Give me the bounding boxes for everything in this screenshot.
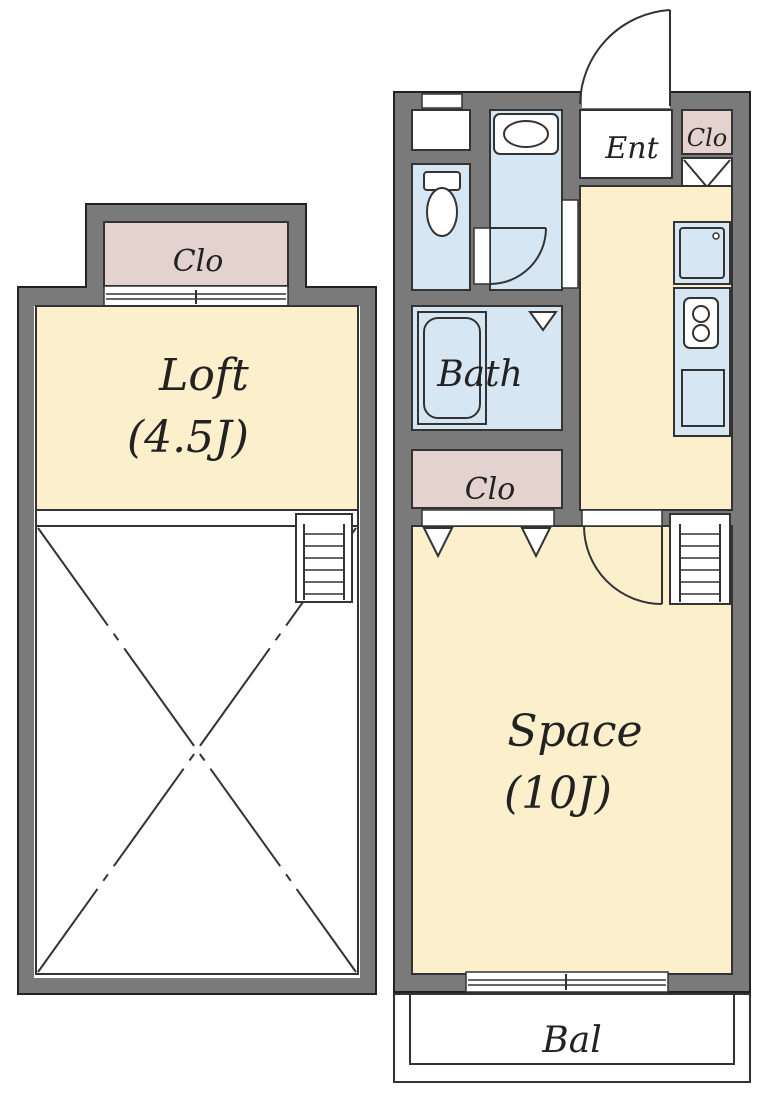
ladder-icon <box>295 513 353 603</box>
kitchen-sink-icon <box>673 221 731 285</box>
balcony-label: Bal <box>541 1020 601 1061</box>
loft-level: Clo Loft (4.5J) <box>17 203 377 995</box>
loft-closet <box>103 221 289 287</box>
utility-niche <box>411 109 471 151</box>
loft-size: (4.5J) <box>127 412 249 463</box>
door-swing-icon <box>583 525 663 605</box>
closet-door-icon <box>520 527 552 559</box>
main-closet <box>411 449 563 509</box>
entrance-label: Ent <box>604 131 659 166</box>
entrance-closet-label: Clo <box>687 124 728 152</box>
loft-closet-label: Clo <box>173 244 224 279</box>
space-size: (10J) <box>504 768 612 819</box>
closet-door-icon <box>103 285 289 307</box>
washbasin-icon <box>493 113 559 155</box>
space-name: Space <box>507 706 642 757</box>
inner-door-gap <box>581 509 663 527</box>
entrance <box>579 109 673 179</box>
door-swing-icon <box>473 227 547 285</box>
entrance-closet <box>681 109 733 155</box>
bathtub-icon <box>417 311 487 425</box>
door-swing-icon <box>579 9 671 106</box>
balcony <box>393 993 751 1083</box>
loft-name: Loft <box>158 350 249 401</box>
ladder-icon <box>669 513 731 605</box>
toilet-icon <box>423 171 461 237</box>
closet-door-icon <box>528 311 558 332</box>
loft-room <box>35 305 359 511</box>
main-closet-label: Clo <box>465 472 516 507</box>
closet-door-icon <box>422 527 454 559</box>
window-icon <box>421 93 463 109</box>
main-level: Bath Clo Ent Clo Space <box>393 9 751 1083</box>
stove-icon <box>673 287 731 437</box>
entrance-door-gap <box>582 90 670 108</box>
bath-label: Bath <box>436 354 523 395</box>
window-icon <box>465 971 669 993</box>
closet-door-track <box>421 509 555 527</box>
wall-opening <box>561 199 579 289</box>
